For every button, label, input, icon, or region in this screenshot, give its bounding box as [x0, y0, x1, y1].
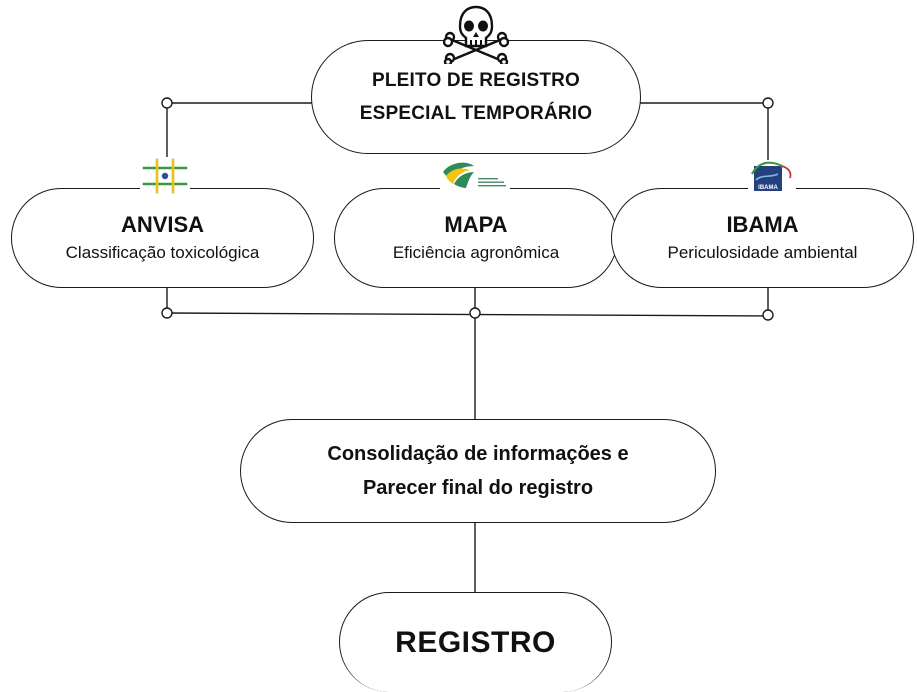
consolidation-line2: Parecer final do registro — [362, 477, 594, 499]
junction-dot — [161, 97, 173, 109]
mapa-name: MAPA — [444, 212, 508, 237]
anvisa-role: Classificação toxicológica — [65, 243, 260, 262]
mapa-box: MAPA Eficiência agronômica — [334, 188, 618, 288]
bottom-connector-line — [166, 312, 769, 317]
skull-crossbones-icon — [442, 5, 510, 64]
registro-box: REGISTRO — [339, 592, 612, 692]
mapa-role: Eficiência agronômica — [392, 243, 560, 262]
ibama-name: IBAMA — [726, 212, 799, 237]
consolidation-line1: Consolidação de informações e — [327, 443, 629, 465]
top-title-line2: ESPECIAL TEMPORÁRIO — [359, 103, 593, 124]
registro-label: REGISTRO — [395, 625, 556, 659]
top-title-line1: PLEITO DE REGISTRO — [371, 70, 581, 91]
mapa-logo-icon — [440, 160, 510, 194]
junction-dot — [762, 97, 774, 109]
consolidation-box: Consolidação de informações e Parecer fi… — [240, 419, 716, 523]
ibama-role: Periculosidade ambiental — [667, 243, 858, 262]
anvisa-box: ANVISA Classificação toxicológica — [11, 188, 314, 288]
ibama-logo-icon: IBAMA — [748, 160, 796, 194]
ibama-box: IBAMA Periculosidade ambiental — [611, 188, 914, 288]
anvisa-name: ANVISA — [120, 212, 205, 237]
junction-dot — [469, 307, 481, 319]
special-temporary-registration-box: PLEITO DE REGISTRO ESPECIAL TEMPORÁRIO — [311, 40, 641, 154]
junction-dot — [762, 309, 774, 321]
junction-dot — [161, 307, 173, 319]
anvisa-logo-icon — [140, 157, 190, 195]
ibama-logo-text: IBAMA — [758, 185, 778, 191]
